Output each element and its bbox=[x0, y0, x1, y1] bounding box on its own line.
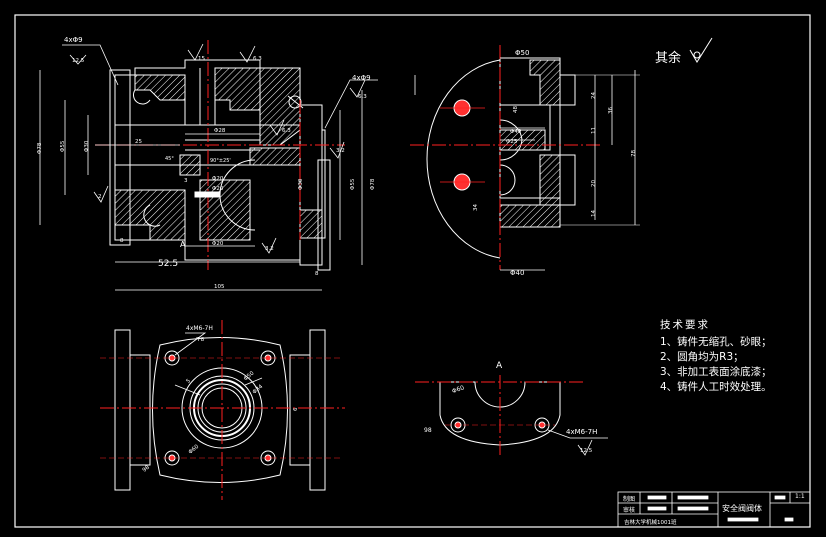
ra-3-2-right: 3.2 bbox=[336, 148, 345, 154]
dim-36: 36 bbox=[608, 107, 614, 114]
titleblock-checked: 审核 bbox=[623, 507, 636, 514]
ra-12-5-top: 12.5 bbox=[72, 58, 85, 64]
dim-phi25-side: Φ25 bbox=[506, 139, 518, 145]
dim-phi55-left: Φ55 bbox=[60, 140, 66, 152]
dim-105: 105 bbox=[214, 284, 225, 290]
dim-14: 14 bbox=[591, 210, 597, 217]
dim-phi28: Φ28 bbox=[214, 128, 226, 134]
dim-52-5: 52.5 bbox=[158, 259, 178, 269]
titleblock-scale: 1:1 bbox=[795, 493, 805, 500]
dim-phi30-right: Φ30 bbox=[298, 178, 304, 190]
top-view bbox=[100, 320, 345, 500]
side-view bbox=[410, 45, 640, 271]
dim-48: 48 bbox=[513, 106, 519, 113]
ra-6-3-top: 6.3 bbox=[253, 56, 262, 62]
dim-phi78-right: Φ78 bbox=[370, 178, 376, 190]
titleblock-school: 吉林大学机械1001班 bbox=[624, 520, 677, 526]
dim-25: 25 bbox=[135, 139, 142, 145]
dim-phi40-bottom: Φ40 bbox=[510, 269, 524, 277]
dim-98-top: 98 bbox=[142, 464, 152, 473]
dim-phi34-top: Φ34 bbox=[252, 383, 265, 395]
dim-34: 34 bbox=[473, 204, 479, 211]
view-A bbox=[415, 375, 608, 456]
technical-requirements: 技术要求 1、铸件无缩孔、砂眼； 2、圆角均为R3； 3、非加工表面涂底漆； 4… bbox=[660, 318, 772, 395]
other-surfaces-note: 其余 bbox=[655, 51, 682, 66]
dim-11: 11 bbox=[591, 127, 597, 134]
dim-phi60-viewA: Φ60 bbox=[451, 384, 465, 395]
view-A-labels: A Φ60 98 4xM6-7H 12.5 bbox=[424, 361, 597, 454]
dim-15: 15 bbox=[198, 56, 205, 62]
side-view-labels: Φ50 Φ40 Φ25 Φ40 48 34 24 11 20 14 36 78 bbox=[473, 49, 637, 277]
dim-phi20-a: Φ20 bbox=[212, 176, 224, 182]
titleblock-part-name: 安全阀阀体 bbox=[722, 504, 762, 513]
dim-phi20-b: Φ20 bbox=[212, 186, 224, 192]
view-A-title: A bbox=[496, 361, 503, 371]
dim-phi78-left: Φ78 bbox=[37, 142, 43, 154]
dim-4x9-right: 4xΦ9 bbox=[352, 74, 371, 82]
front-view-dimension-labels: 4xΦ9 12.5 15 6.3 4xΦ9 6.3 Φ78 Φ55 Φ30 25… bbox=[37, 36, 376, 290]
section-mark-A: A bbox=[180, 240, 186, 249]
ra-6-3-right: 6.3 bbox=[358, 94, 367, 100]
tech-item-2: 2、圆角均为R3； bbox=[660, 351, 744, 363]
dim-2-a: 2 bbox=[98, 194, 102, 200]
dim-45deg: 45° bbox=[165, 156, 174, 162]
dim-phi55-right: Φ55 bbox=[350, 178, 356, 190]
dim-4x9-top: 4xΦ9 bbox=[64, 36, 83, 44]
tech-item-1: 1、铸件无缩孔、砂眼； bbox=[660, 336, 772, 348]
dim-5-top: 5 bbox=[185, 378, 192, 385]
dim-3: 3 bbox=[184, 178, 188, 184]
roughness-symbol-other bbox=[689, 37, 713, 63]
ra-3-2-bottom: 3.2 bbox=[265, 246, 274, 252]
dim-20: 20 bbox=[591, 180, 597, 187]
ra-6-3-inner: 6.3 bbox=[282, 128, 291, 134]
dim-8-a: 8 bbox=[120, 238, 124, 244]
title-block bbox=[617, 491, 811, 528]
m6-label-viewA: 4xM6-7H bbox=[566, 428, 597, 436]
dim-78-vertical: 78 bbox=[631, 150, 637, 157]
dim-98-viewA: 98 bbox=[424, 427, 432, 434]
m6-depth-top-view: Ͳ8 bbox=[196, 337, 205, 343]
top-view-labels: 4xM6-7H Ͳ8 Φ50 Φ34 Φ60 98 6 5 bbox=[142, 325, 299, 474]
dim-6-top: 6 bbox=[293, 407, 299, 411]
m6-label-top-view: 4xM6-7H bbox=[186, 325, 213, 332]
dim-24: 24 bbox=[591, 92, 597, 99]
titleblock-drawn: 制图 bbox=[623, 496, 636, 503]
tech-item-4: 4、铸件人工时效处理。 bbox=[660, 381, 772, 393]
dim-phi30-left: Φ30 bbox=[84, 140, 90, 152]
dim-8-b: 8 bbox=[315, 271, 319, 277]
dim-phi60-top: Φ60 bbox=[188, 443, 201, 455]
dim-phi20-c: Φ20 bbox=[212, 241, 224, 247]
dim-phi40-side: Φ40 bbox=[510, 129, 522, 135]
tech-item-3: 3、非加工表面涂底漆； bbox=[660, 366, 772, 378]
dim-90deg: 90°±25' bbox=[210, 158, 231, 164]
dim-phi50-side: Φ50 bbox=[515, 49, 529, 57]
drawing-border bbox=[14, 14, 811, 528]
dim-phi50-top: Φ50 bbox=[243, 370, 256, 382]
tech-title: 技术要求 bbox=[660, 319, 710, 331]
ra-12-5-viewA: 12.5 bbox=[580, 448, 593, 454]
front-section-view bbox=[39, 40, 378, 291]
